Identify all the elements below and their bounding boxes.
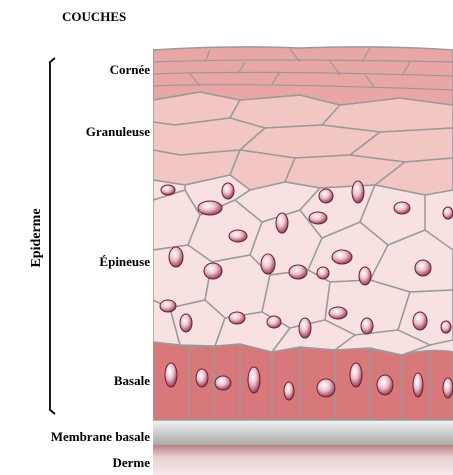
layer-label-derme: Derme: [112, 455, 150, 471]
diagram-title: COUCHES: [62, 9, 126, 25]
layer-label-cornee: Cornée: [110, 62, 150, 78]
epiderme-label: Epiderme: [29, 208, 45, 267]
layer-label-epineuse: Épineuse: [99, 254, 150, 270]
layer-label-granuleuse: Granuleuse: [86, 124, 150, 140]
layer-label-basale: Basale: [114, 373, 150, 389]
layer-label-membrane-basale: Membrane basale: [51, 429, 150, 445]
